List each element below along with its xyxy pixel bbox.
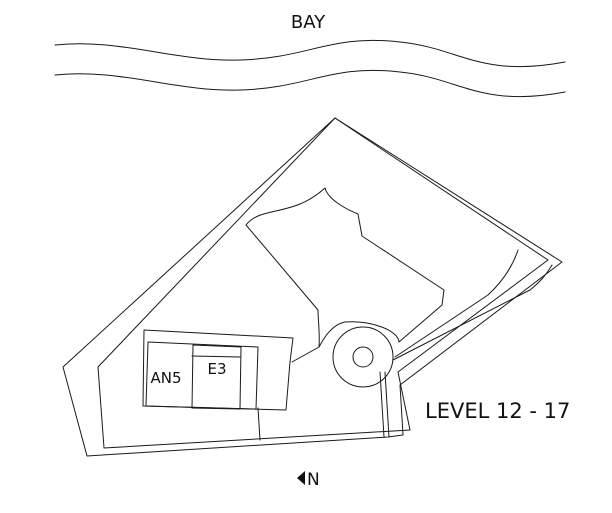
- roundabout-outer: [332, 326, 394, 388]
- interior-line-3: [384, 371, 390, 438]
- unit-e3-outline: [191, 344, 242, 410]
- unit-block-outer: [142, 329, 294, 411]
- shoreline-lower: [54, 69, 566, 98]
- level-label: LEVEL 12 - 17: [425, 399, 570, 423]
- shoreline-upper: [54, 39, 566, 68]
- site-inner-boundary: [97, 117, 549, 449]
- site-right-curve-2: [392, 264, 553, 361]
- unit-an5-outline: [145, 341, 259, 410]
- site-outer-boundary: [62, 117, 563, 457]
- north-label: N: [307, 470, 320, 490]
- roundabout-inner: [352, 346, 374, 368]
- unit-wall-line: [257, 407, 261, 441]
- unit-e3-label: E3: [207, 360, 226, 378]
- bay-label: BAY: [291, 12, 326, 33]
- building-wing-outline: [245, 187, 445, 348]
- site-right-curve: [394, 249, 519, 358]
- unit-e3-divider: [191, 355, 241, 358]
- unit-an5-label: AN5: [150, 369, 181, 387]
- triangle-left-icon: [297, 471, 305, 485]
- interior-line-2: [379, 371, 385, 438]
- interior-line-1: [291, 346, 320, 363]
